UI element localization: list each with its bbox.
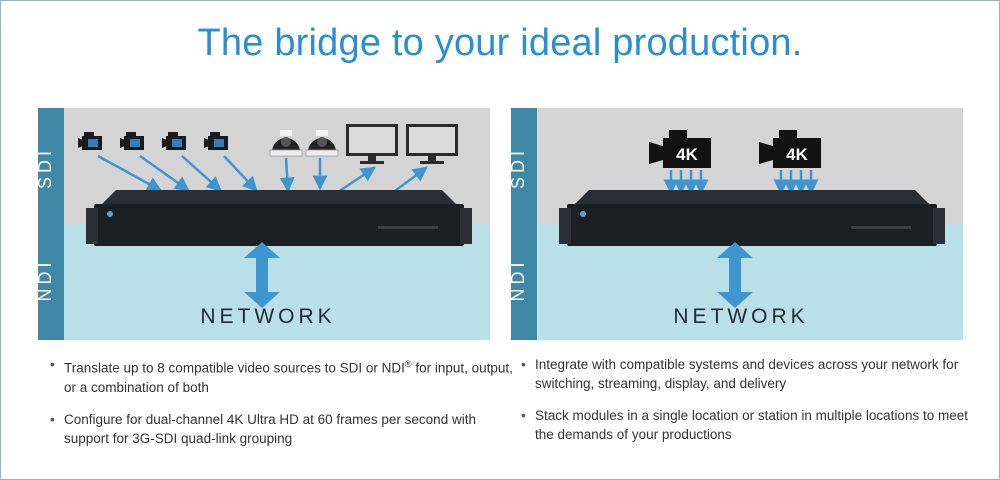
- registered-mark: ®: [404, 359, 412, 369]
- bullet-text: Stack modules in a single location or st…: [535, 408, 968, 442]
- side-bar: [511, 108, 537, 340]
- 4k-camera-icon: 4K: [649, 130, 711, 168]
- list-item: Translate up to 8 compatible video sourc…: [48, 355, 518, 397]
- video-camera-icon: [162, 132, 186, 150]
- feature-list-right: Integrate with compatible systems and de…: [519, 355, 989, 457]
- 4k-camera-icon: 4K: [759, 130, 821, 168]
- 4k-badge: 4K: [676, 145, 698, 164]
- bullet-text-continued: for input, output, or a combination of b…: [64, 360, 513, 395]
- converter-device: [86, 190, 472, 246]
- network-arrow: [244, 242, 280, 308]
- ptz-camera-icon: [305, 130, 339, 157]
- bullet-text: Configure for dual-channel 4K Ultra HD a…: [64, 411, 476, 446]
- feature-list-left: Translate up to 8 compatible video sourc…: [48, 355, 518, 461]
- video-camera-icon: [204, 132, 228, 150]
- network-label: NETWORK: [673, 305, 808, 328]
- page-title: The bridge to your ideal production.: [197, 22, 803, 64]
- list-item: Stack modules in a single location or st…: [519, 406, 989, 444]
- monitor-icon: [406, 124, 458, 164]
- 4k-badge: 4K: [786, 145, 808, 164]
- quad-link-arrows: [663, 170, 819, 195]
- network-label: NETWORK: [200, 305, 335, 328]
- sdi-label: SDI: [511, 147, 528, 189]
- ndi-label: NDI: [511, 259, 528, 302]
- ptz-camera-icon: [269, 130, 303, 157]
- sdi-ndi-diagram-right: SDI NDI 4K 4K: [511, 108, 963, 340]
- sdi-ndi-diagram-left: SDI NDI: [38, 108, 490, 340]
- video-camera-icon: [78, 132, 102, 150]
- side-bar: [38, 108, 64, 340]
- converter-device: [559, 190, 945, 246]
- bullet-text: Translate up to 8 compatible video sourc…: [64, 360, 405, 376]
- bullet-text: Integrate with compatible systems and de…: [535, 357, 959, 391]
- list-item: Integrate with compatible systems and de…: [519, 355, 989, 393]
- ndi-label: NDI: [38, 259, 55, 302]
- sdi-label: SDI: [38, 147, 55, 189]
- network-arrow: [717, 242, 753, 308]
- input-arrows: [97, 154, 328, 193]
- video-camera-icon: [120, 132, 144, 150]
- list-item: Configure for dual-channel 4K Ultra HD a…: [48, 410, 518, 448]
- monitor-icon: [346, 124, 398, 164]
